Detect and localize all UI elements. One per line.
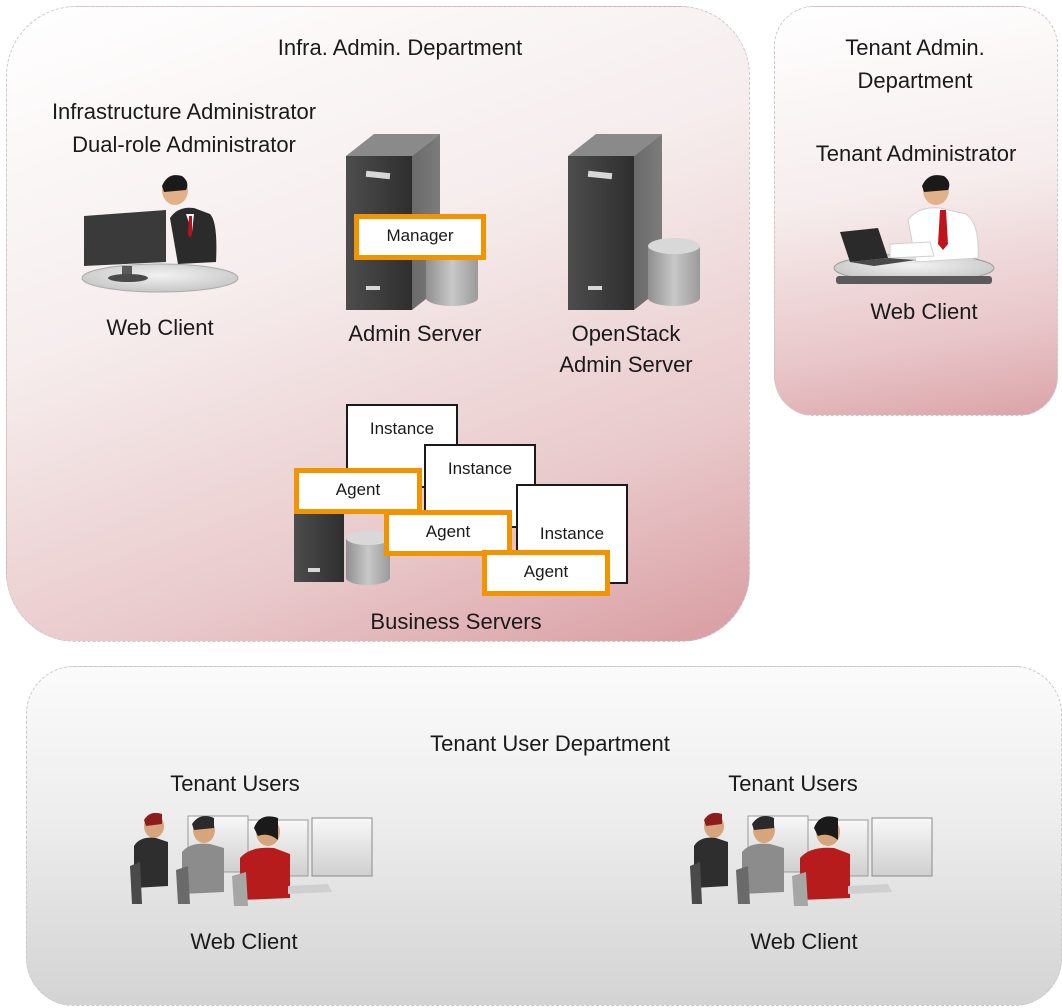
tenant-users-web-client-label-2: Web Client	[750, 929, 858, 954]
administrator-desktop-icon	[81, 175, 239, 293]
business-servers-label: Business Servers	[370, 609, 542, 634]
tenant-users-label-1: Tenant Users	[170, 771, 300, 796]
tenant-users-group-icon-2	[690, 812, 933, 906]
tenant-administrator-laptop-icon	[833, 175, 995, 284]
openstack-admin-server-icon	[568, 134, 700, 310]
tenant-users-web-client-label-1: Web Client	[190, 929, 298, 954]
tenant-admin-title-line2: Department	[857, 68, 973, 93]
admin-server-label: Admin Server	[348, 321, 482, 346]
tenant-users-group-icon-1	[130, 812, 373, 906]
infra-admin-role-label: Infrastructure Administrator	[51, 99, 317, 124]
agent-box-2: Agent	[384, 510, 512, 556]
tenant-admin-department-panel	[774, 6, 1058, 416]
agent-box-3: Agent	[482, 550, 610, 596]
dual-role-admin-label: Dual-role Administrator	[72, 132, 296, 157]
tenant-admin-title-line1: Tenant Admin.	[845, 35, 985, 60]
tenant-administrator-label: Tenant Administrator	[815, 141, 1017, 166]
tenant-admin-web-client-label: Web Client	[870, 299, 978, 324]
openstack-label-line1: OpenStack	[571, 321, 681, 346]
openstack-label-line2: Admin Server	[559, 352, 693, 377]
tenant-user-department-title: Tenant User Department	[430, 731, 670, 756]
infra-department-title: Infra. Admin. Department	[277, 35, 523, 60]
manager-box: Manager	[354, 214, 486, 260]
agent-box-1: Agent	[294, 468, 422, 514]
tenant-users-label-2: Tenant Users	[728, 771, 858, 796]
infra-web-client-label: Web Client	[106, 315, 214, 340]
